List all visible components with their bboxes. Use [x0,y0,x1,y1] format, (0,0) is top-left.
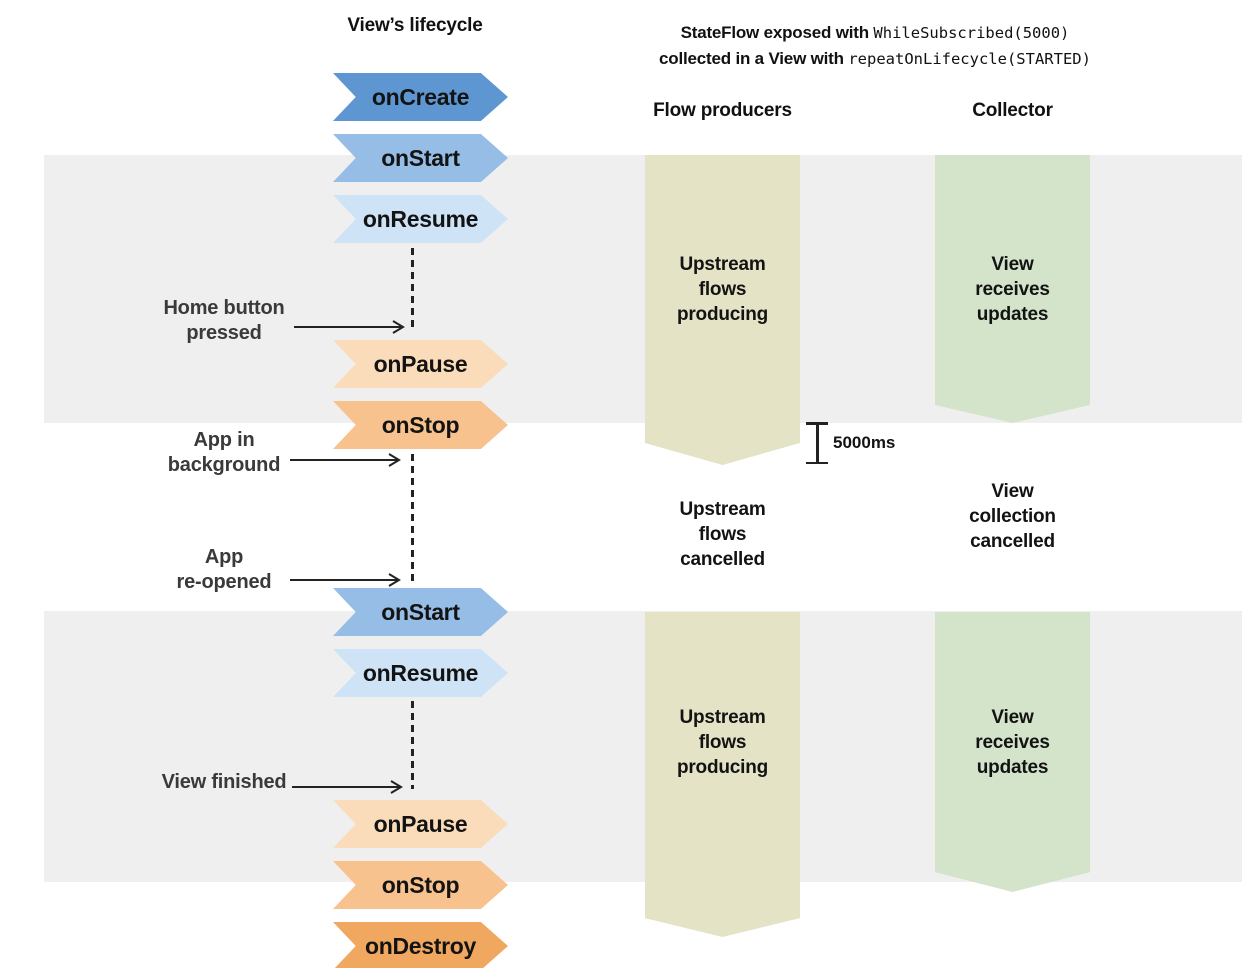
upstream-producing-label-1: Upstream flows producing [676,254,769,325]
flow-producers-band-1 [645,155,800,465]
stateflow-title-line2-bold: collected in a View with [659,49,849,68]
event-arrow-app-reopened-icon [290,573,401,587]
dashed-connector-1 [411,248,414,332]
chevron-onstart-2: onStart [333,588,508,636]
event-label-home-button-pressed: Home button pressed [163,297,285,344]
chevron-onpause-2: onPause [333,800,508,848]
timeout-bracket-cap-top [806,422,828,425]
flow-producers-band-2 [645,612,800,937]
view-receives-updates-label-2: View receives updates [975,707,1050,778]
flow-producers-header: Flow producers [653,100,792,121]
collector-band-1 [935,155,1090,423]
collector-band-2 [935,612,1090,892]
event-label-app-re-opened: App re-opened [176,546,272,593]
timeout-bracket-line [816,423,819,464]
upstream-producing-label-2: Upstream flows producing [676,707,769,778]
chevron-oncreate: onCreate [333,73,508,121]
stateflow-title-line1: StateFlow exposed with WhileSubscribed(5… [560,20,1190,46]
stateflow-title-line2: collected in a View with repeatOnLifecyc… [560,46,1190,72]
stateflow-title: StateFlow exposed with WhileSubscribed(5… [560,20,1190,72]
view-receives-updates-label-1: View receives updates [975,254,1050,325]
views-lifecycle-title: View’s lifecycle [347,15,483,36]
chevron-onstop-2: onStop [333,861,508,909]
chevron-onstop-1: onStop [333,401,508,449]
stateflow-title-line1-code: WhileSubscribed(5000) [873,24,1070,42]
chevron-onstart-1: onStart [333,134,508,182]
timeout-bracket-cap-bottom [806,461,828,464]
event-label-app-in-background: App in background [167,429,281,476]
event-arrow-app-background-icon [290,453,401,467]
upstream-cancelled-label: Upstream flows cancelled [679,499,766,570]
stateflow-title-line2-code: repeatOnLifecycle(STARTED) [848,50,1091,68]
event-label-view-finished: View finished [161,771,287,793]
dashed-connector-3 [411,701,414,789]
timeout-label: 5000ms [833,433,896,452]
collector-header: Collector [972,100,1053,121]
chevron-onpause-1: onPause [333,340,508,388]
event-arrow-home-button-icon [294,320,405,334]
view-collection-cancelled-label: View collection cancelled [969,481,1056,552]
chevron-ondestroy: onDestroy [333,922,508,968]
event-arrow-view-finished-icon [292,780,403,794]
chevron-onresume-2: onResume [333,649,508,697]
stateflow-title-line1-bold: StateFlow exposed with [680,23,874,42]
dashed-connector-2 [411,454,414,582]
chevron-onresume-1: onResume [333,195,508,243]
